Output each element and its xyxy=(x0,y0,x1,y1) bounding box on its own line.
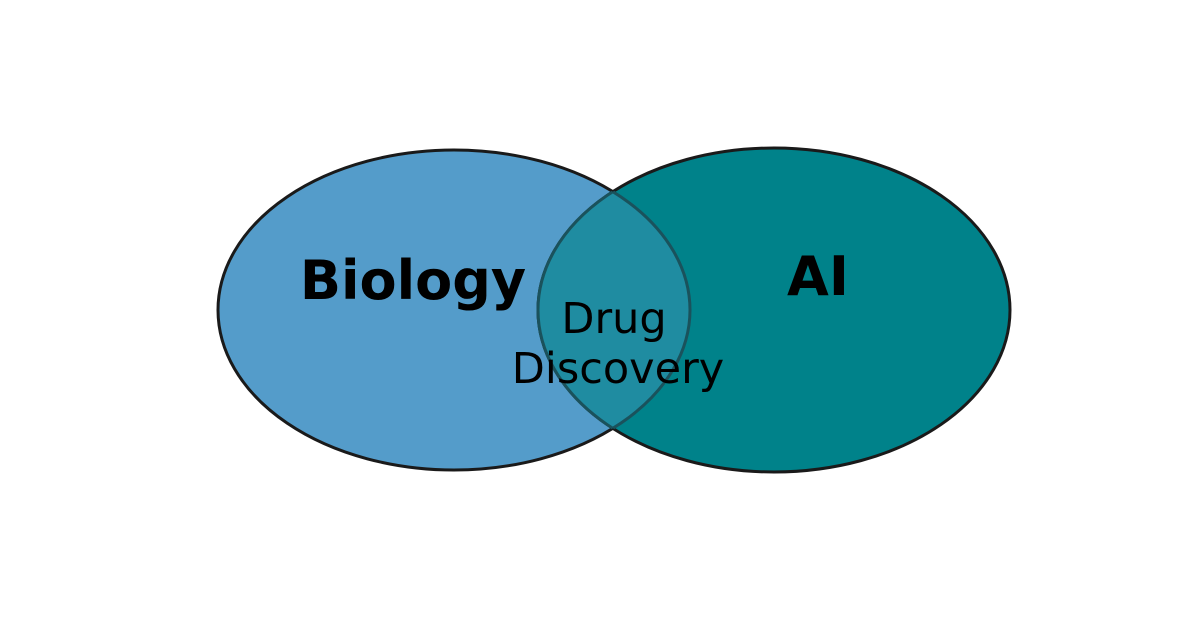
biology-label: Biology xyxy=(300,249,526,312)
intersection-label-line2: Discovery xyxy=(512,344,724,394)
intersection-label-line1: Drug xyxy=(561,294,666,344)
intersection-arc xyxy=(538,148,692,472)
ai-label: AI xyxy=(787,245,849,308)
